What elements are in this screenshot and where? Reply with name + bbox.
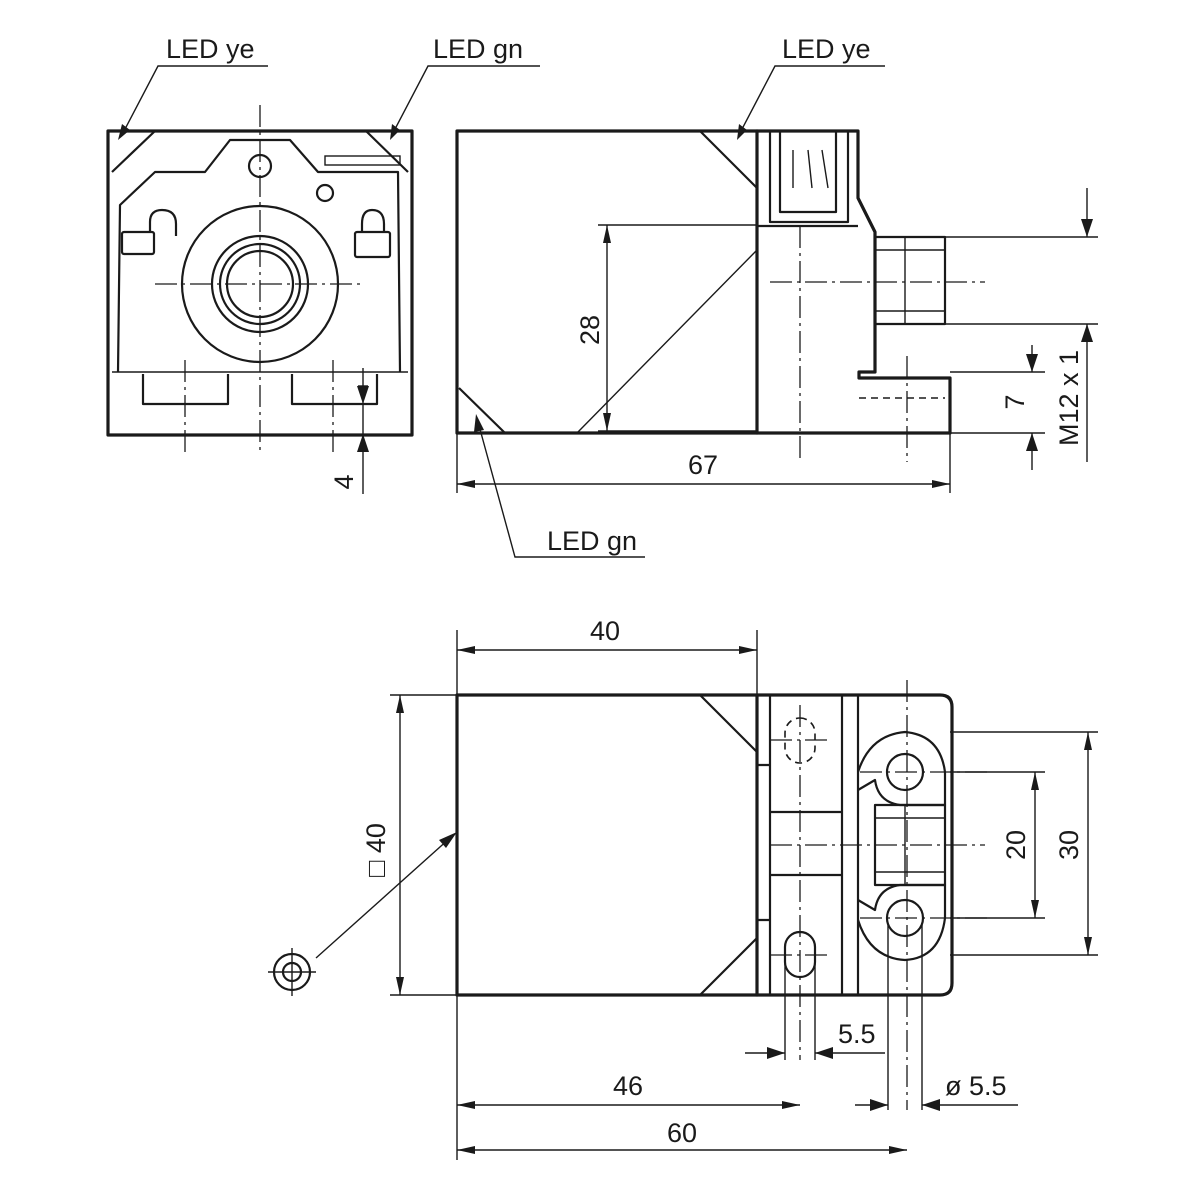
led-gn-label-front: LED gn <box>433 34 523 64</box>
dim-60-label: 60 <box>667 1118 697 1148</box>
led-ye-label-front: LED ye <box>166 34 255 64</box>
thread-label: M12 x 1 <box>1054 350 1084 446</box>
sensing-face-symbol <box>268 948 316 996</box>
dim-20-label: 20 <box>1001 830 1031 860</box>
unlock-icon <box>120 208 178 256</box>
dim-28-label: 28 <box>575 315 605 345</box>
dim-30-label: 30 <box>1054 830 1084 860</box>
dim-46-label: 46 <box>613 1071 643 1101</box>
dim-67-label: 67 <box>688 450 718 480</box>
dim-40-width-label: 40 <box>590 616 620 646</box>
dim-7-label: 7 <box>1000 394 1030 409</box>
dim-square-40-label: □ 40 <box>361 823 391 877</box>
top-view: 40 □ 40 20 30 5.5 ø 5.5 46 60 <box>268 616 1098 1160</box>
dim-dia-5-5-label: ø 5.5 <box>945 1071 1007 1101</box>
dim-5-5-label: 5.5 <box>838 1019 876 1049</box>
front-view: 4 LED ye LED gn <box>106 34 540 494</box>
led-ye-label-side: LED ye <box>782 34 871 64</box>
led-gn-label-side: LED gn <box>547 526 637 556</box>
side-view: 28 67 7 M12 x 1 LED ye LED gn <box>455 34 1098 558</box>
dim-4-label: 4 <box>329 474 359 489</box>
indicator-dot <box>315 183 335 203</box>
lock-icon <box>353 208 392 259</box>
